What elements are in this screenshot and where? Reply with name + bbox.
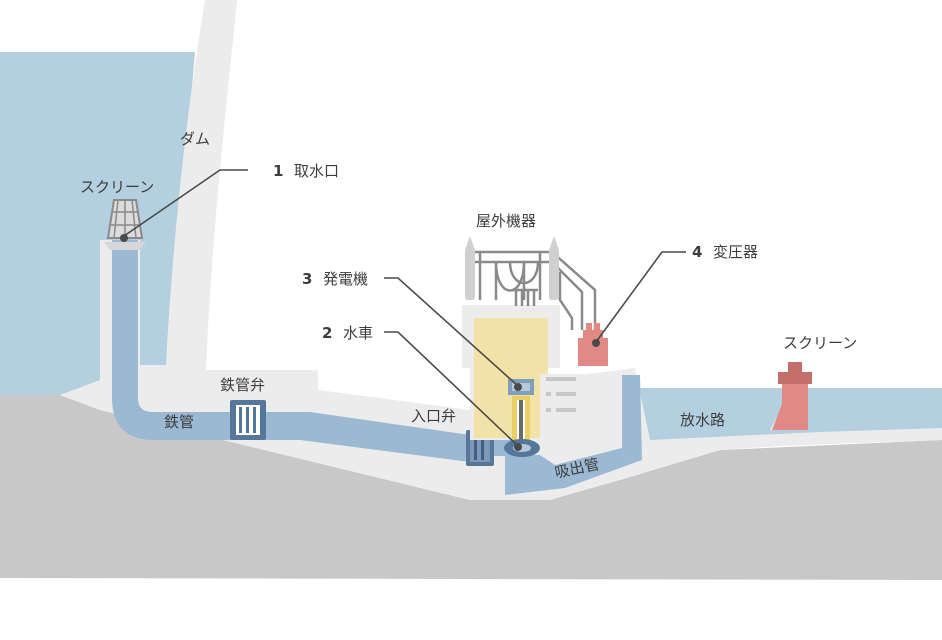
penstock-valve [230,400,266,440]
svg-text:2: 2 [322,324,332,342]
intake-screen-label: スクリーン [80,178,154,196]
draft-tube [505,375,642,495]
svg-text:水車: 水車 [343,324,373,342]
dam-label: ダム [180,130,210,148]
svg-text:発電機: 発電機 [323,270,368,288]
penstock-label: 鉄管 [164,413,194,431]
dam-body [60,0,942,500]
callout-transformer: 4 変圧器 [692,243,758,261]
turbine-shaft [512,396,530,442]
leader-intake [123,169,248,237]
ground [0,395,942,580]
leader-transformer [595,251,686,343]
insulator-left [465,236,475,300]
callout-generator: 3 発電機 [302,270,368,288]
generator-room [474,318,548,438]
insulator-right [549,236,559,300]
svg-text:4: 4 [692,243,702,261]
leader-turbine [384,331,519,447]
svg-text:3: 3 [302,270,312,288]
intake-screen [106,199,144,239]
leader-generator [384,277,519,387]
penstock-valve-label: 鉄管弁 [220,376,265,394]
callout-turbine: 2 水車 [322,324,373,342]
turbine [504,439,540,457]
outlet-screen [772,362,812,430]
svg-text:1: 1 [273,162,283,180]
svg-text:変圧器: 変圧器 [713,243,758,261]
callout-intake: 1 取水口 [273,162,339,180]
outdoor-equipment-label: 屋外機器 [476,212,536,230]
outdoor-equipment [470,250,597,332]
penstock-pipe [112,240,470,462]
tailrace-label: 放水路 [680,411,725,429]
outlet-screen-label: スクリーン [783,334,857,352]
reservoir-water [0,52,195,395]
inlet-valve-label: 入口弁 [411,407,456,425]
intake-mouth [104,242,146,250]
svg-text:取水口: 取水口 [294,162,339,180]
